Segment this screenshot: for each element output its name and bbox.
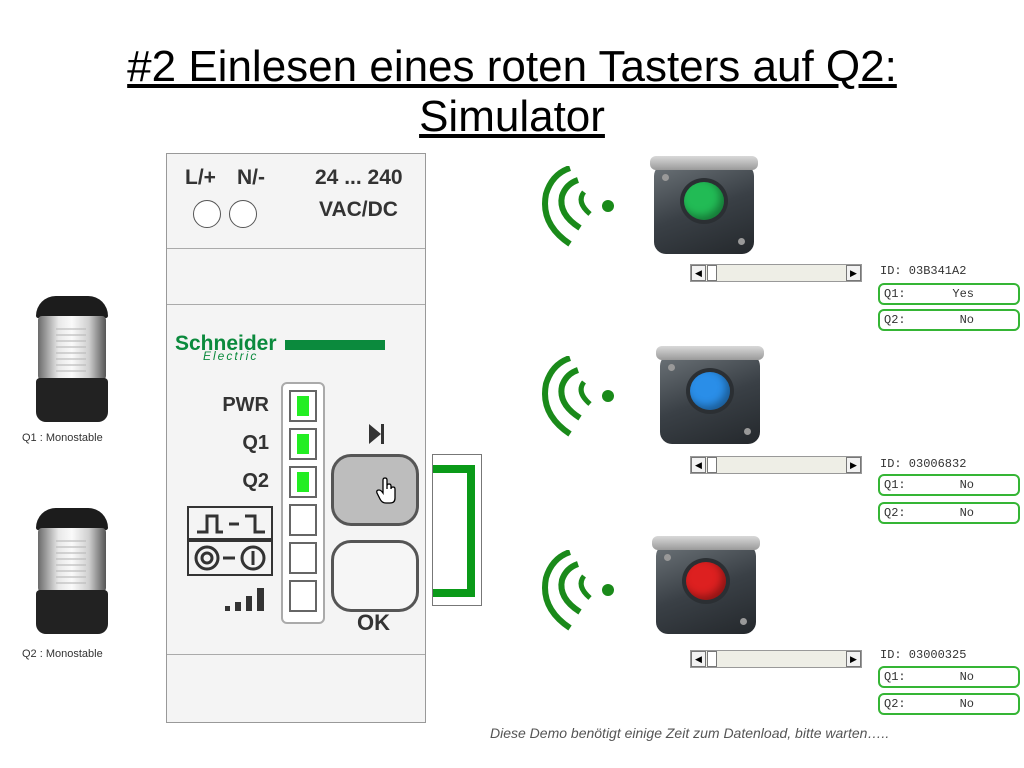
wireless-icon-1 (542, 166, 614, 247)
signal-strength-icon (225, 588, 264, 611)
brand-logo: Schneider (175, 332, 277, 355)
row-label-q2: Q2 (242, 470, 269, 492)
led-q1 (289, 428, 317, 460)
ok-button[interactable] (331, 540, 419, 612)
voltage-unit-label: VAC/DC (319, 198, 398, 221)
stack-light-q1-label: Q1 : Monostable (22, 432, 103, 444)
q2-status-1: Q2:No (878, 309, 1020, 331)
device-id-2: ID: 03006832 (880, 457, 967, 471)
push-button-green[interactable] (684, 182, 724, 220)
slide-title: #2 Einlesen eines roten Tasters auf Q2: … (0, 42, 1024, 142)
select-button[interactable] (331, 454, 419, 526)
push-button-box-1[interactable] (650, 156, 758, 254)
slide-title-line1: #2 Einlesen eines roten Tasters auf Q2: (127, 42, 897, 91)
row-label-q1: Q1 (242, 432, 269, 454)
on-off-icon (187, 540, 273, 576)
push-button-box-2[interactable] (656, 346, 764, 444)
next-icon (369, 424, 384, 444)
scrollbar-2[interactable]: ◀ ▶ (690, 456, 862, 474)
terminal-l-label: L/+ (185, 166, 216, 189)
brand-sub: Electric (203, 349, 259, 363)
wireless-icon-3 (542, 550, 614, 631)
brand-bar (285, 340, 385, 350)
scroll-left-icon[interactable]: ◀ (691, 651, 706, 667)
led-6 (289, 580, 317, 612)
wireless-icon-2 (542, 356, 614, 437)
stack-light-q2 (32, 508, 112, 636)
q1-status-3: Q1:No (878, 666, 1020, 688)
connection-bracket (432, 454, 482, 606)
terminal-l (193, 200, 221, 228)
q1-status-1: Q1:Yes (878, 283, 1020, 305)
led-4 (289, 504, 317, 536)
scrollbar-1[interactable]: ◀ ▶ (690, 264, 862, 282)
scrollbar-3[interactable]: ◀ ▶ (690, 650, 862, 668)
push-button-blue[interactable] (690, 372, 730, 410)
led-column (281, 382, 325, 624)
terminal-n (229, 200, 257, 228)
scroll-thumb[interactable] (707, 457, 717, 473)
q2-status-3: Q2:No (878, 693, 1020, 715)
terminal-n-label: N/- (237, 166, 265, 189)
device-id-3: ID: 03000325 (880, 648, 967, 662)
row-label-pwr: PWR (222, 394, 269, 416)
stack-light-q1 (32, 296, 112, 424)
stack-light-q2-label: Q2 : Monostable (22, 648, 103, 660)
footer-note: Diese Demo benötigt einige Zeit zum Date… (490, 725, 890, 741)
push-button-box-3[interactable] (652, 536, 760, 634)
pulse-icon (187, 506, 273, 540)
scroll-thumb[interactable] (707, 651, 717, 667)
scroll-right-icon[interactable]: ▶ (846, 265, 861, 281)
controller-module: L/+ N/- 24 ... 240 VAC/DC Schneider Elec… (166, 153, 426, 723)
scroll-left-icon[interactable]: ◀ (691, 265, 706, 281)
scroll-right-icon[interactable]: ▶ (846, 651, 861, 667)
led-pwr (289, 390, 317, 422)
push-button-red[interactable] (686, 562, 726, 600)
scroll-thumb[interactable] (707, 265, 717, 281)
led-q2 (289, 466, 317, 498)
led-5 (289, 542, 317, 574)
device-id-1: ID: 03B341A2 (880, 264, 967, 278)
q1-status-2: Q1:No (878, 474, 1020, 496)
q2-status-2: Q2:No (878, 502, 1020, 524)
scroll-right-icon[interactable]: ▶ (846, 457, 861, 473)
voltage-label: 24 ... 240 (315, 166, 403, 189)
hand-cursor-icon (376, 477, 396, 504)
ok-label: OK (357, 610, 390, 635)
slide-title-line2: Simulator (419, 92, 605, 141)
scroll-left-icon[interactable]: ◀ (691, 457, 706, 473)
